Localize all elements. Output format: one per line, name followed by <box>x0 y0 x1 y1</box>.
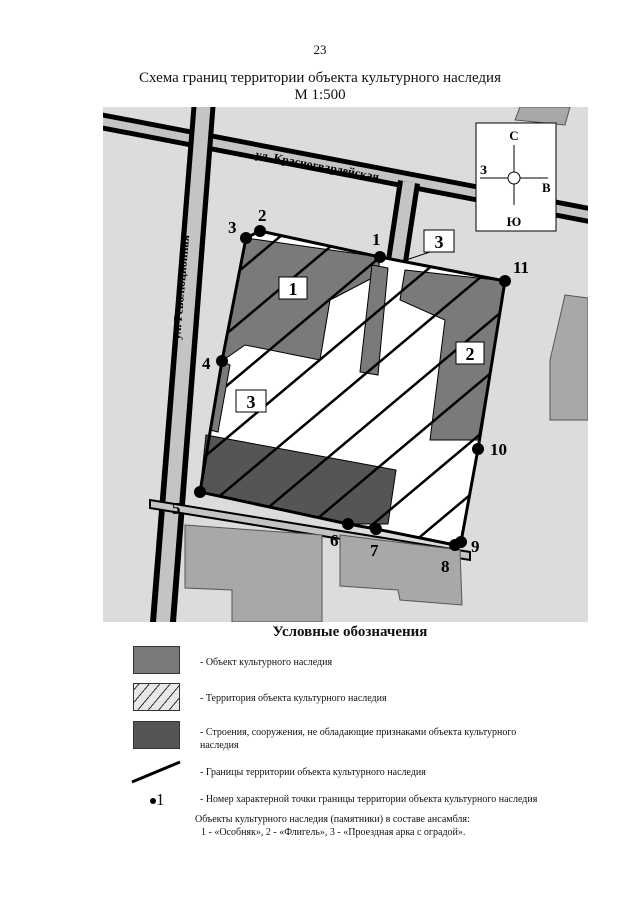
footnote-line: Объекты культурного наследия (памятники)… <box>195 814 470 825</box>
boundary-point-3 <box>240 232 252 244</box>
title-text: Схема границ территории объекта культурн… <box>139 70 501 86</box>
boundary-point-label-9: 9 <box>471 537 480 556</box>
legend-title: Условные обозначения <box>272 624 428 640</box>
boundary-points: 1 2 3 4 5 6 7 8 9 10 11 <box>172 206 529 576</box>
boundary-point-label-5: 5 <box>172 499 181 518</box>
boundary-point-label-8: 8 <box>441 557 450 576</box>
compass-south: Ю <box>507 214 522 229</box>
boundary-point-label-10: 10 <box>490 440 507 459</box>
object-label-3: 3 <box>399 229 455 263</box>
compass-west: З <box>480 162 487 177</box>
boundary-point-label-11: 11 <box>513 258 529 277</box>
neighbour-building <box>514 107 571 126</box>
boundary-point-11 <box>499 275 511 287</box>
legend-swatch-heritage-object <box>133 646 180 674</box>
legend-point-sample: 1 <box>150 790 165 810</box>
neighbour-building <box>549 294 588 421</box>
compass-east: В <box>542 180 551 195</box>
neighbour-building <box>184 524 323 622</box>
legend-label: - Номер характерной точки границы террит… <box>200 794 538 805</box>
boundary-point-10 <box>472 443 484 455</box>
scale-text: М 1:500 <box>294 87 346 103</box>
svg-text:2: 2 <box>466 344 475 364</box>
boundary-point-label-2: 2 <box>258 206 267 225</box>
road-revolyutsionnaya <box>150 107 216 622</box>
boundary-point-label-7: 7 <box>370 541 379 560</box>
object-label-2: 2 <box>455 341 485 365</box>
boundary-point-label-4: 4 <box>202 354 211 373</box>
road-krasnogvardeyskaya <box>103 112 588 224</box>
legend-label: - Строения, сооружения, не обладающие пр… <box>200 727 517 751</box>
legend-swatch-other-buildings <box>133 721 180 749</box>
legend-label: - Границы территории объекта культурного… <box>200 767 426 778</box>
boundary-point-label-3: 3 <box>228 218 237 237</box>
legend-swatch-heritage-territory <box>133 683 180 711</box>
footnote: Объекты культурного наследия (памятники)… <box>195 813 470 839</box>
legend-point-number: 1 <box>156 790 165 809</box>
svg-text:3: 3 <box>247 392 256 412</box>
compass-north: С <box>509 128 518 143</box>
svg-text:1: 1 <box>289 279 298 299</box>
object-label-3-fence: 3 <box>235 389 267 413</box>
heritage-object-3-arch <box>359 264 389 376</box>
page-title: Схема границ территории объекта культурн… <box>0 70 640 104</box>
boundary-point-label-6: 6 <box>330 531 339 550</box>
svg-text:3: 3 <box>435 232 444 252</box>
boundary-point-2 <box>254 225 266 237</box>
footnote-line: 1 - «Особняк», 2 - «Флигель», 3 - «Проез… <box>201 827 466 838</box>
neighbour-building <box>339 534 463 606</box>
legend-boundary-line <box>131 760 181 784</box>
boundary-point-7 <box>370 523 382 535</box>
object-label-1: 1 <box>278 276 308 300</box>
legend-label: - Территория объекта культурного наследи… <box>200 693 387 704</box>
page-number: 23 <box>313 42 327 57</box>
territory-boundary <box>198 229 507 547</box>
boundary-point-1 <box>374 251 386 263</box>
legend-label: - Объект культурного наследия <box>200 657 333 668</box>
boundary-point-6 <box>342 518 354 530</box>
boundary-point-5 <box>194 486 206 498</box>
boundary-point-4 <box>216 355 228 367</box>
boundary-point-9 <box>455 536 467 548</box>
compass-rose: С Ю З В <box>475 122 557 232</box>
boundary-point-label-1: 1 <box>372 230 381 249</box>
